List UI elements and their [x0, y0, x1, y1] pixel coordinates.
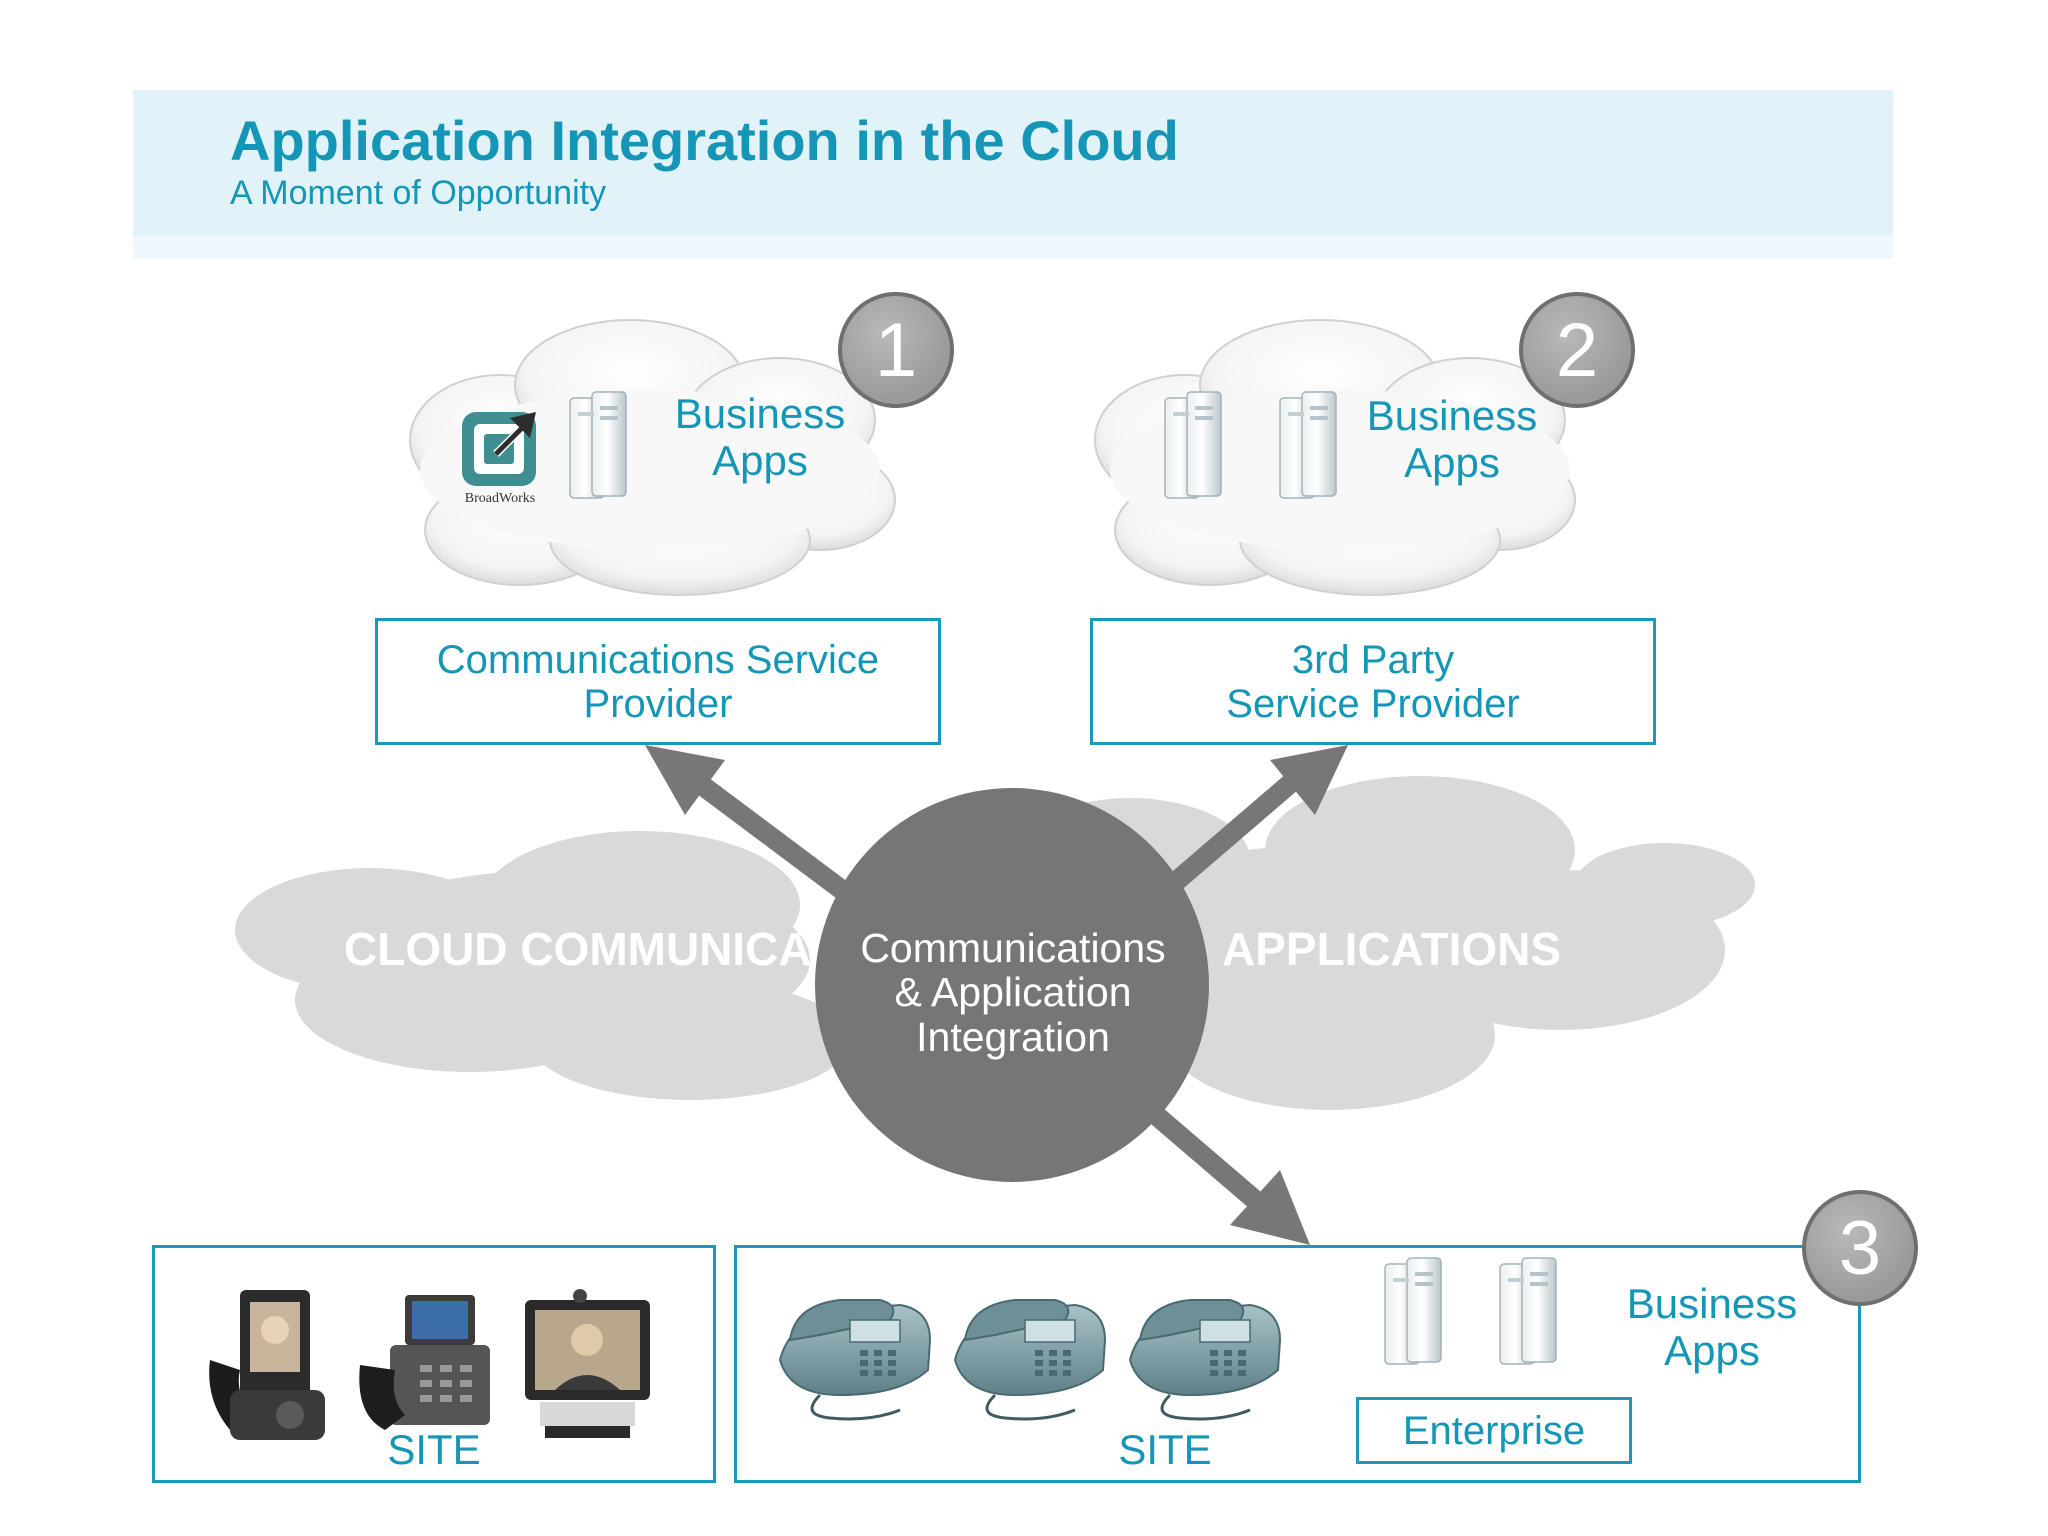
broadworks-logo-text: BroadWorks [465, 491, 535, 506]
badge-1: 1 [838, 292, 954, 408]
page-title: Application Integration in the Cloud [230, 109, 1179, 172]
badge-3: 3 [1802, 1190, 1918, 1306]
enterprise-box: Enterprise [1356, 1397, 1632, 1464]
broadworks-logo [462, 412, 536, 486]
site-left-frame [152, 1245, 716, 1483]
cloud-1-apps-label: Business Apps [660, 390, 860, 484]
cloud-1-apps-line1: Business [674, 390, 846, 437]
page-subtitle: A Moment of Opportunity [230, 174, 607, 212]
cloud-2-apps-line2: Apps [1404, 439, 1500, 487]
csp-label: Communications Service Provider [436, 637, 880, 726]
site-right-label: SITE [1118, 1426, 1212, 1473]
site-right-frame [734, 1245, 1861, 1483]
enterprise-apps-label: Business Apps [1612, 1280, 1812, 1374]
cloud-2-apps-line1: Business [1366, 392, 1538, 439]
video-phone-icon [209, 1290, 325, 1440]
server-icon [1279, 391, 1337, 499]
cloud-1-apps-line2: Apps [712, 437, 808, 485]
background-cloud-right-text: APPLICATIONS [1222, 923, 1562, 975]
video-conference-display-icon [525, 1289, 650, 1438]
site-left-label: SITE [387, 1426, 481, 1473]
arrow-to-csp [645, 745, 868, 914]
server-icon [569, 391, 627, 499]
badge-2: 2 [1519, 292, 1635, 408]
enterprise-apps-line2: Apps [1664, 1327, 1760, 1375]
server-icon [1164, 391, 1222, 499]
arrow-to-enterprise [1143, 1102, 1310, 1245]
integration-hub-label: Communications & Application Integration [860, 925, 1166, 1060]
header-band [133, 90, 1893, 258]
integration-hub [815, 788, 1209, 1182]
csp-box: Communications Service Provider [375, 618, 941, 745]
enterprise-label: Enterprise [1402, 1408, 1586, 1453]
background-cloud-left-text: CLOUD COMMUNICA [344, 923, 812, 975]
cloud-2 [1094, 319, 1576, 596]
arrow-to-3rd-party [1165, 745, 1348, 893]
enterprise-apps-line1: Business [1626, 1280, 1798, 1327]
cloud-2-apps-label: Business Apps [1352, 392, 1552, 486]
background-cloud-left [235, 831, 850, 1100]
third-party-provider-label: 3rd Party Service Provider [1226, 637, 1520, 726]
desk-video-phone-icon [359, 1295, 490, 1430]
third-party-provider-box: 3rd Party Service Provider [1090, 618, 1656, 745]
